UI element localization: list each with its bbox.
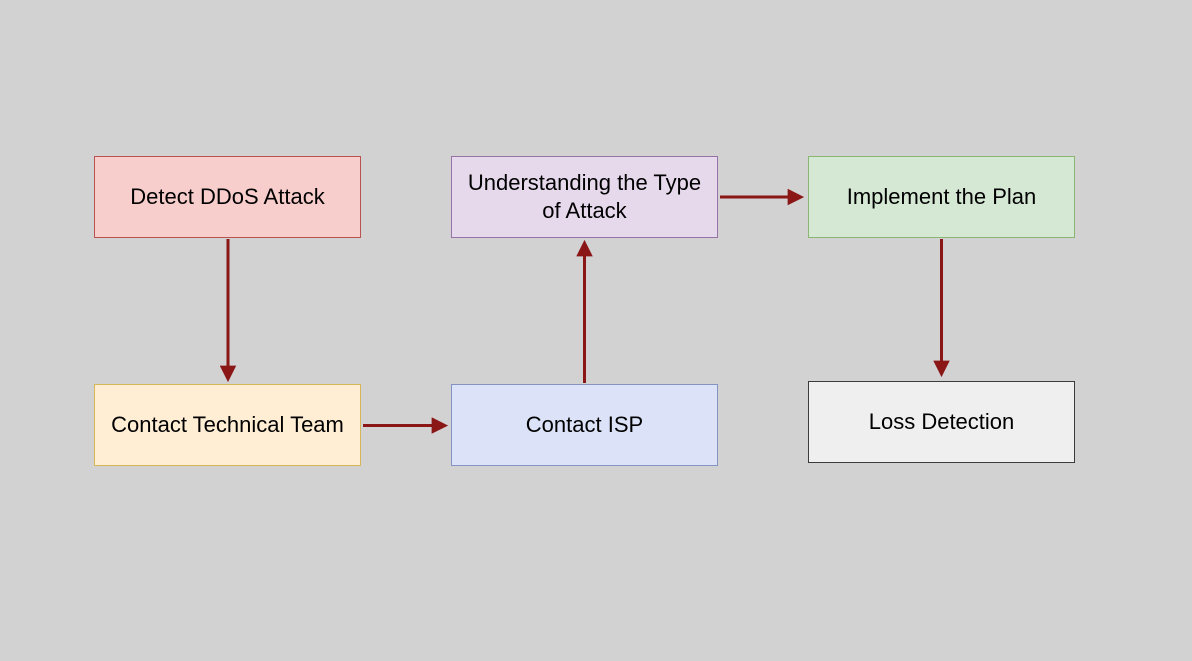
- node-label: Understanding the Type of Attack: [467, 170, 702, 223]
- flow-node-detect-ddos-attack: Detect DDoS Attack: [94, 156, 361, 238]
- node-label: Implement the Plan: [846, 184, 1037, 210]
- flow-node-understanding-type-of-attack: Understanding the Type of Attack: [451, 156, 718, 238]
- node-label: Loss Detection: [868, 409, 1015, 435]
- flow-node-loss-detection: Loss Detection: [808, 381, 1075, 463]
- flow-node-contact-isp: Contact ISP: [451, 384, 718, 466]
- node-label: Contact Technical Team: [111, 412, 344, 438]
- node-label: Detect DDoS Attack: [130, 184, 325, 210]
- flow-node-implement-the-plan: Implement the Plan: [808, 156, 1075, 238]
- node-label: Contact ISP: [525, 412, 644, 438]
- flow-node-contact-technical-team: Contact Technical Team: [94, 384, 361, 466]
